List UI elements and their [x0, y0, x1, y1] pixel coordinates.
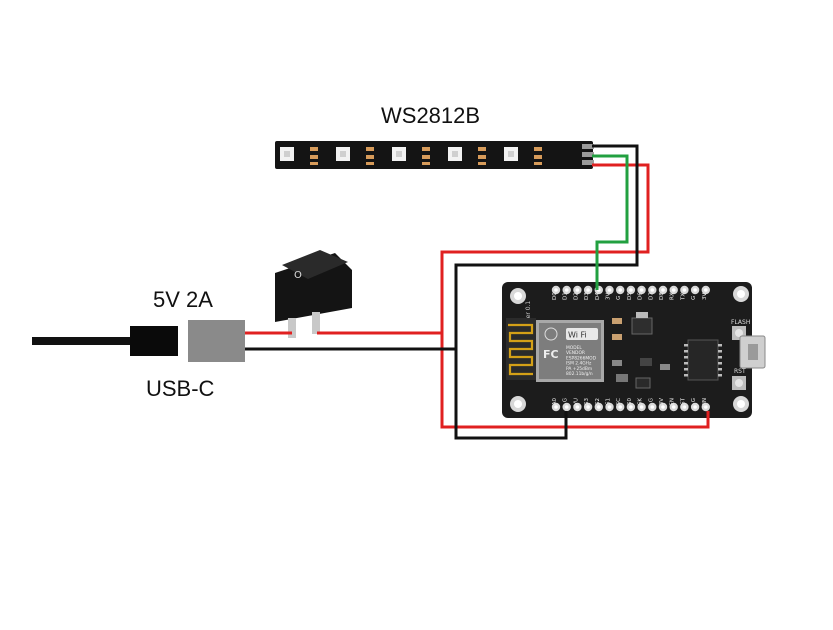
led-strip-solder-pads — [582, 144, 594, 165]
pin-label: 3V — [659, 398, 665, 405]
led-strip-label: WS2812B — [381, 103, 481, 128]
pin-label: D2 — [573, 292, 579, 300]
nodemcu-board: Ver 0.1 D0 D1 D2 D3 D4 3V G D5 D6 D7 D8 RX TX G 3V A0 G… — [502, 282, 766, 418]
pin-label: 3V — [702, 293, 708, 300]
flash-button-label: FLASH — [731, 319, 750, 326]
led-resistor — [422, 147, 430, 151]
pin-label: D4 — [595, 292, 601, 300]
module-text-line: VENDOR — [566, 350, 585, 356]
led-strip-pixels — [280, 147, 542, 165]
pin-label: S2 — [595, 398, 601, 405]
connector-label: USB-C — [146, 376, 215, 401]
led-resistor — [310, 147, 318, 151]
pin-label: 3V — [606, 293, 612, 300]
pin-label: D1 — [563, 292, 569, 300]
led-resistor — [534, 147, 542, 151]
usb-serial-chip — [687, 339, 719, 381]
board-version: Ver 0.1 — [525, 301, 532, 322]
module-text-line: MODEL — [566, 345, 582, 351]
led-strip — [275, 141, 594, 169]
top-pin-header: D0 D1 D2 D3 D4 3V G D5 D6 D7 D8 RX TX G 3V — [551, 285, 710, 301]
module-text-line: PA +25dBm — [566, 366, 592, 372]
fcc-mark: FC — [543, 348, 559, 361]
pin-label: SK — [638, 398, 644, 405]
pin-label: D7 — [648, 292, 654, 300]
reset-button: RST — [732, 368, 746, 390]
module-text-line: ESP8266MOD — [566, 355, 597, 361]
pin-label: G — [616, 296, 622, 300]
module-text-line: ISM 2.4GHz — [566, 361, 592, 367]
led-resistor — [366, 147, 374, 151]
pin-label: VIN — [702, 398, 708, 408]
usb-c-connector — [188, 320, 245, 362]
wire-5v-switch-to-board — [317, 331, 710, 429]
pin-label: TX — [680, 293, 686, 301]
pin-label: D6 — [638, 292, 644, 300]
wifi-badge: Wi Fi — [568, 331, 587, 340]
pin-label: G — [563, 398, 569, 402]
pin-label: D0 — [552, 292, 558, 300]
reset-button-label: RST — [734, 368, 746, 375]
voltage-regulator — [631, 317, 653, 335]
wire-gnd-usb-to-board — [245, 347, 568, 440]
power-spec-label: 5V 2A — [153, 287, 213, 312]
pin-label: SC — [616, 398, 622, 405]
rocker-switch: O — [275, 250, 352, 338]
pin-label: EN — [670, 398, 676, 406]
pin-label: D3 — [584, 292, 590, 300]
pin-label: G — [691, 296, 697, 300]
pin-label: G — [691, 398, 697, 402]
pin-label: RX — [670, 292, 676, 300]
pin-label: G — [648, 398, 654, 402]
pin-label: S0 — [627, 398, 633, 405]
wire-data-d4-to-strip — [592, 154, 629, 290]
pin-label: S1 — [606, 398, 612, 405]
pin-label: D5 — [627, 292, 633, 300]
pin-label: RST — [680, 397, 686, 408]
usb-cable — [32, 326, 178, 356]
led-resistor — [478, 147, 486, 151]
pin-label: S3 — [584, 398, 590, 405]
wire-5v-to-strip — [440, 163, 650, 333]
pcb-antenna — [506, 318, 536, 380]
module-text-line: 802.11b/g/n — [566, 371, 593, 377]
switch-off-mark: O — [294, 270, 302, 281]
pin-label: D8 — [659, 292, 665, 300]
pin-label: A0 — [552, 398, 558, 406]
wire-gnd-to-strip — [454, 144, 639, 349]
bottom-pin-header: A0 G VU S3 S2 S1 SC S0 SK G 3V EN RST G VIN — [551, 397, 710, 412]
wires — [245, 144, 710, 440]
pin-label: VU — [573, 398, 579, 406]
